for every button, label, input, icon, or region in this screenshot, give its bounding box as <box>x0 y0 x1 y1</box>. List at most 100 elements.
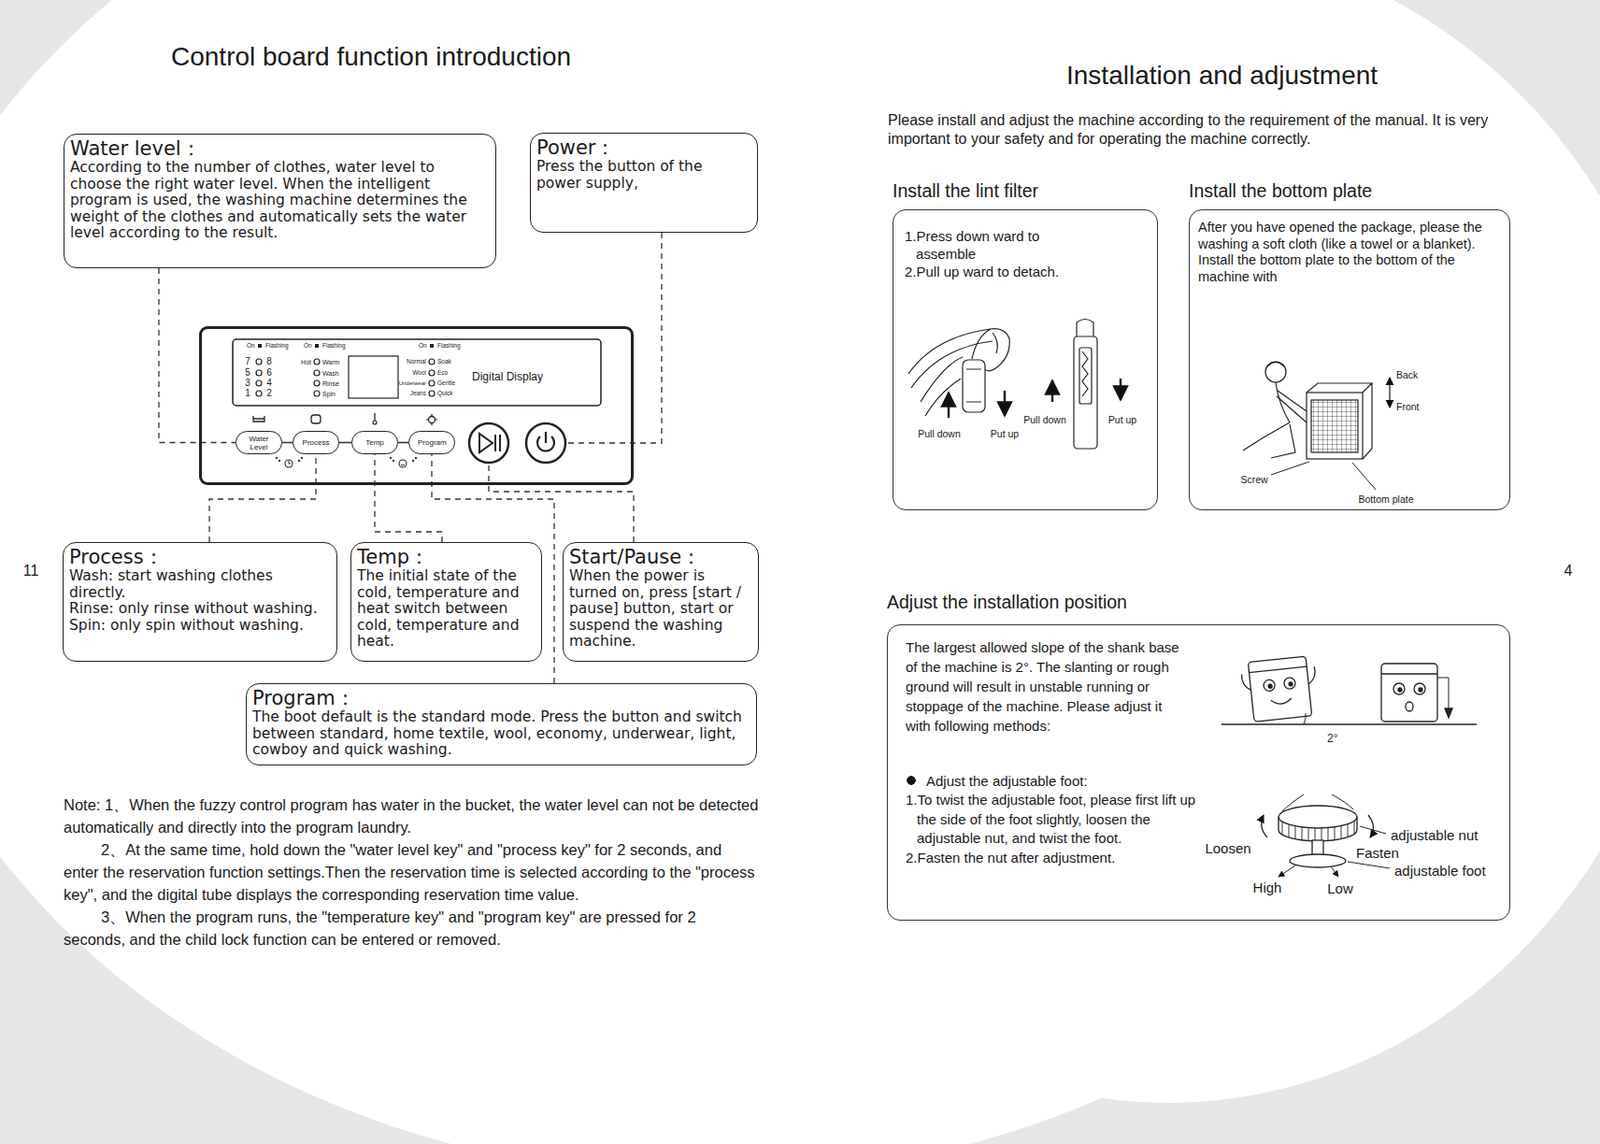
indicator-label: Quick <box>437 390 454 398</box>
control-panel-art <box>469 423 509 463</box>
control-panel-art <box>544 431 547 443</box>
indicator-label: 8 <box>266 357 272 367</box>
control-panel-art <box>400 464 405 466</box>
control-panel-art <box>389 457 392 459</box>
lint-filter-illustration <box>1073 336 1098 449</box>
node-text: Spin: only spin without washing. <box>69 617 331 635</box>
page-background <box>644 0 1600 1103</box>
adjust-foot-illustration <box>1418 687 1423 692</box>
adjust-foot-illustration <box>1405 701 1414 712</box>
control-panel-art <box>300 457 303 459</box>
lint-filter-illustration <box>1051 380 1055 402</box>
bottom-plate-illustration <box>1352 462 1376 490</box>
adjust-foot-illustration <box>1341 826 1343 840</box>
adjust-foot-illustration <box>1328 828 1329 842</box>
indicator-led <box>428 358 435 365</box>
node-heading: Process <box>302 438 330 447</box>
adjust-foot-illustration <box>1240 655 1320 723</box>
indicator-label: Eco <box>437 370 448 377</box>
indicator-led <box>256 358 262 365</box>
indicator-label: 1 <box>244 388 251 399</box>
adjust-foot-illustration <box>1261 814 1268 838</box>
adjust-foot-illustration <box>1282 794 1354 812</box>
indicator-led <box>256 390 262 397</box>
indicator-led <box>314 390 320 397</box>
node-text: 2.Fasten the nut after adjustment. <box>905 848 1202 869</box>
control-button: Process <box>292 430 340 455</box>
node-heading: Temp： <box>357 545 536 569</box>
adjust-foot-illustration <box>1314 828 1316 842</box>
indicator-led <box>314 380 320 386</box>
adjust-foot-illustration <box>1278 805 1358 829</box>
control-panel-art <box>253 415 265 422</box>
indicator-label: Underwear <box>399 380 427 386</box>
indicator-label: 7 <box>244 357 251 367</box>
indicator-label: Wash <box>322 370 340 377</box>
indicator-led <box>428 390 435 397</box>
part-label: Back <box>1396 370 1418 381</box>
node-text: According to the number of clothes, wate… <box>70 159 490 243</box>
adjust-foot-illustration <box>1282 820 1355 842</box>
adjust-foot-illustration <box>1398 687 1402 692</box>
callout-box: Program：The boot default is the standard… <box>245 683 758 766</box>
control-panel: Digital DisplayWater LevelProcessTempPro… <box>199 326 634 486</box>
box-frame: 1.Press down ward to assemble2.Pull up w… <box>892 209 1158 511</box>
adjust-foot-illustration <box>1221 655 1477 877</box>
control-panel-art <box>399 459 407 468</box>
adjust-foot-illustration <box>1414 683 1426 695</box>
adjust-foot-illustration <box>1278 865 1296 877</box>
adjust-foot-illustration <box>1288 824 1290 838</box>
part-label: adjustable nut <box>1390 828 1478 843</box>
node-text: 1.To twist the adjustable foot, please f… <box>905 790 1202 849</box>
indicator-label: 5 <box>244 368 251 378</box>
indicator-label: On <box>246 342 256 350</box>
control-button: Water Level <box>235 430 283 455</box>
lint-filter-illustration <box>966 369 982 402</box>
lint-filter-illustration <box>1082 351 1088 397</box>
control-panel-art <box>348 356 399 399</box>
part-label: Bottom plate <box>1358 494 1415 505</box>
leader-line <box>158 268 236 443</box>
node-text: Wash: start washing clothes directly. <box>69 568 331 601</box>
bottom-plate-illustration <box>1242 361 1390 490</box>
indicator-led <box>256 380 262 386</box>
control-panel-art <box>257 343 262 348</box>
indicator-led <box>314 370 320 376</box>
adjust-foot-illustration <box>1321 828 1323 842</box>
control-panel-art <box>495 434 500 452</box>
leader-line <box>568 232 662 443</box>
node-text: Adjust the adjustable foot: <box>905 771 1212 791</box>
adjust-foot-illustration <box>1381 663 1438 722</box>
adjust-foot-illustration <box>1368 814 1374 838</box>
indicator-led <box>428 370 435 376</box>
node-text: The initial state of the cold, temperatu… <box>357 568 536 651</box>
page-title: Installation and adjustment <box>1066 62 1378 89</box>
adjust-foot-illustration <box>1334 827 1336 841</box>
adjust-foot-illustration <box>1393 683 1405 695</box>
lint-filter-illustration <box>1003 390 1007 416</box>
adjust-foot-illustration <box>1247 656 1312 722</box>
control-panel-art <box>232 339 601 406</box>
note-text: 3、When the program runs, the "temperatur… <box>63 905 760 951</box>
control-panel-art <box>412 459 415 462</box>
page-title: Control board function introduction <box>171 43 572 71</box>
node-heading: Install the lint filter <box>892 179 1158 202</box>
adjust-foot-illustration <box>1437 677 1449 709</box>
adjust-foot-illustration <box>1278 829 1358 842</box>
indicator-led <box>256 358 435 397</box>
leader-line <box>488 465 634 543</box>
bottom-plate-illustration <box>1276 390 1307 423</box>
bottom-plate-illustration <box>1306 383 1372 459</box>
adjust-foot-illustration <box>1347 824 1349 838</box>
indicator-label: Spin <box>322 390 336 398</box>
indicator-label: Flashing <box>322 342 346 350</box>
part-label: adjustable foot <box>1394 863 1486 878</box>
part-label: Pull down <box>1023 414 1067 426</box>
callout-box: Temp：The initial state of the cold, temp… <box>350 542 543 662</box>
indicator-label: 6 <box>266 368 272 378</box>
button-link <box>398 442 409 444</box>
lint-filter-illustration <box>1076 319 1094 338</box>
control-panel-art <box>314 343 319 348</box>
node-heading: Power： <box>536 136 752 159</box>
